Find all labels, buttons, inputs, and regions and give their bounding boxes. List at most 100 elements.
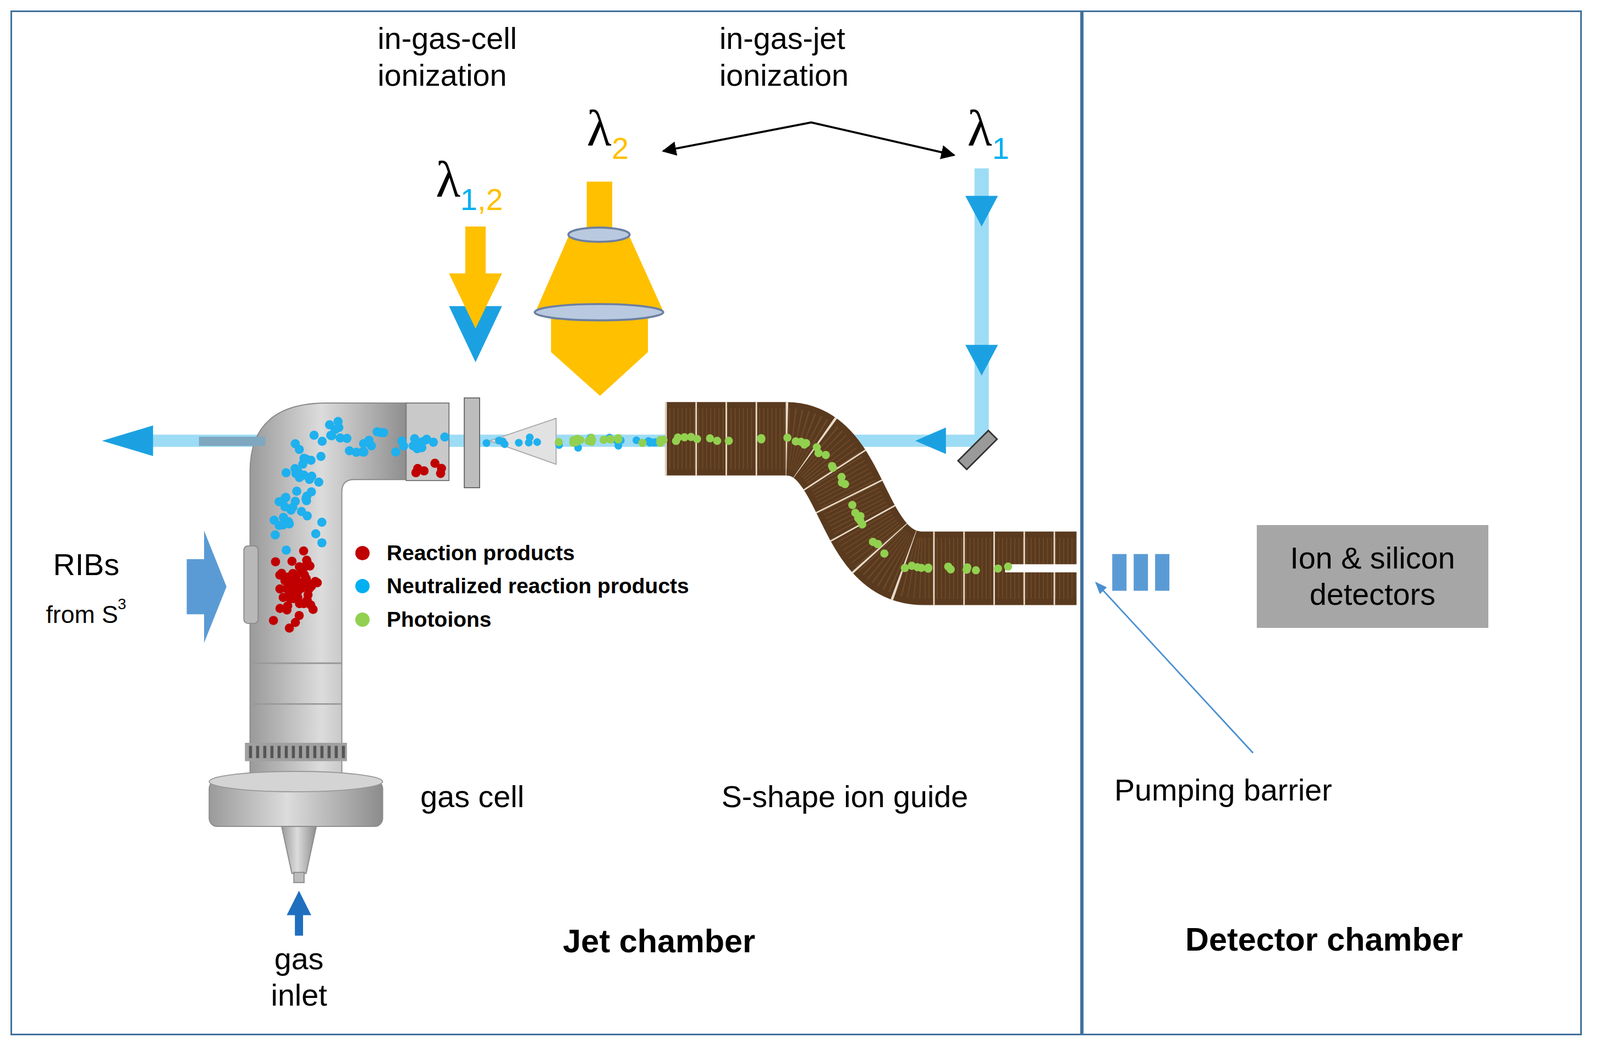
art-part: [551, 316, 648, 397]
legend-row: Photoions: [355, 602, 690, 636]
art-part: [534, 304, 664, 321]
art-part: [314, 477, 324, 488]
art-part: [440, 432, 450, 443]
laser-in-gas-cell: [448, 226, 502, 363]
art-part: [313, 746, 317, 759]
art-part: [342, 433, 352, 444]
art-part: [419, 466, 430, 476]
art-part: [277, 746, 282, 759]
art-part: [304, 579, 314, 589]
beam-arrow: [187, 530, 227, 643]
art-part: [915, 427, 947, 455]
art-part: [705, 434, 714, 443]
art-part: [533, 438, 542, 447]
art-part: [270, 530, 280, 541]
art-part: [281, 826, 317, 874]
art-part: [971, 566, 981, 575]
art-part: [524, 438, 533, 447]
art-part: [302, 511, 312, 521]
art-part: [757, 435, 766, 444]
art-part: [665, 438, 1077, 569]
art-part: [913, 563, 922, 572]
art-part: [812, 443, 822, 452]
legend-swatch: [355, 612, 370, 628]
part-name: Pumping barrier: [1114, 772, 1333, 810]
art-part: [305, 561, 315, 571]
art-part: [312, 578, 322, 588]
art-part: [1155, 554, 1170, 592]
art-part: [284, 519, 295, 530]
art-part: [293, 467, 304, 477]
art-part: [587, 433, 596, 443]
art-part: [1004, 564, 1079, 573]
art-part: [965, 195, 998, 227]
art-part: [1003, 562, 1013, 571]
art-part: [270, 746, 274, 759]
art-part: [417, 443, 427, 453]
art-part: [292, 486, 302, 497]
legend-text: Neutralized reaction products: [386, 574, 690, 599]
art-part: [569, 438, 578, 448]
art-part: [303, 590, 313, 600]
detector-box: Ion & silicon detectors: [1256, 525, 1489, 629]
art-part: [320, 746, 324, 759]
art-part: [880, 549, 889, 558]
art-part: [284, 746, 289, 759]
art-part: [209, 771, 383, 793]
art-part: [965, 344, 998, 376]
art-part: [278, 592, 289, 603]
wavelength-index: ,: [477, 181, 486, 219]
art-part: [284, 623, 295, 634]
art-part: [900, 564, 910, 573]
art-part: [334, 746, 339, 759]
art-part: [465, 226, 486, 276]
art-part: [311, 529, 321, 539]
art-part: [712, 436, 722, 445]
art-part: [293, 872, 305, 884]
art-part: [317, 436, 327, 447]
art-part: [605, 435, 614, 444]
art-part: [316, 452, 326, 462]
art-part: [299, 453, 309, 464]
art-part: [268, 616, 279, 626]
pumping-barrier: [1096, 554, 1254, 754]
art-part: [301, 493, 311, 504]
art-part: [665, 438, 1077, 569]
art-part: [958, 430, 998, 470]
art-part: [309, 430, 320, 441]
panel-title: Jet chamber: [562, 921, 756, 961]
art-part: [535, 237, 664, 312]
art-part: [391, 447, 401, 458]
art-part: [378, 427, 389, 438]
art-part: [359, 439, 369, 449]
art-part: [1112, 554, 1127, 592]
panel-title: Detector chamber: [1185, 920, 1464, 960]
art-part: [686, 432, 696, 442]
art-part: [281, 468, 291, 478]
wavelength-index: 2: [611, 130, 629, 168]
art-part: [801, 439, 811, 448]
legend-row: Reaction products: [355, 536, 690, 570]
art-part: [962, 565, 971, 575]
superscript: 3: [117, 595, 126, 614]
legend-row: Neutralized reaction products: [355, 569, 690, 603]
art-part: [448, 273, 502, 329]
art-part: [873, 540, 882, 549]
art-part: [482, 439, 491, 448]
art-part: [294, 444, 305, 455]
art-part: [429, 437, 439, 448]
art-part: [993, 564, 1003, 574]
art-part: [672, 437, 681, 446]
art-part: [317, 538, 327, 548]
laser-beam: [102, 168, 999, 470]
art-part: [405, 403, 449, 481]
art-part: [840, 480, 850, 489]
art-part: [294, 562, 305, 573]
method-label: in-gas-jet ionization: [719, 20, 924, 95]
art-part: [250, 662, 343, 665]
wavelength-symbol: λ: [586, 97, 612, 159]
art-part: [327, 431, 337, 441]
wavelength-index: 1: [460, 181, 478, 219]
chamber-panel: Jet chamber: [10, 10, 1082, 1037]
